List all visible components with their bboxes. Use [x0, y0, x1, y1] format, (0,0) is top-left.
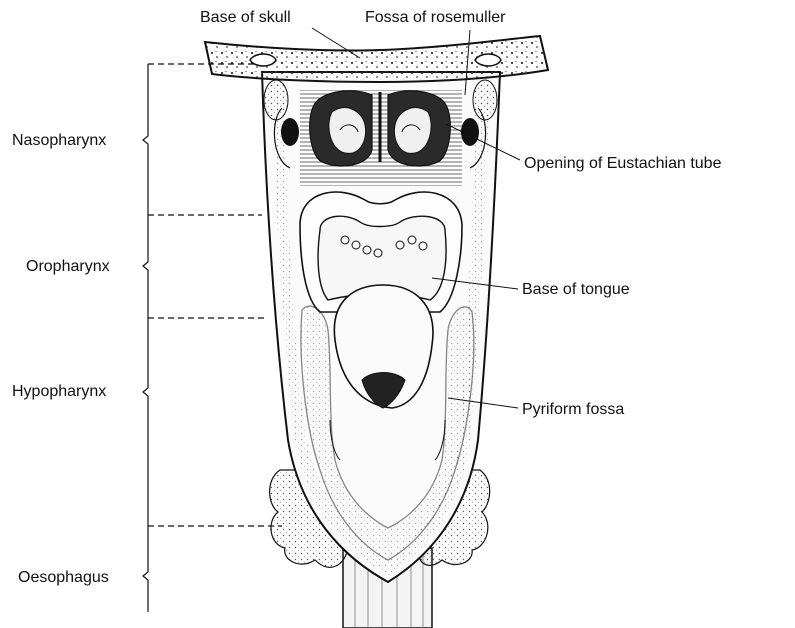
label-pyriform-fossa: Pyriform fossa [522, 401, 624, 418]
label-fossa-of-rosemuller: Fossa of rosemuller [365, 9, 506, 26]
label-base-of-tongue: Base of tongue [522, 281, 630, 298]
label-base-of-skull: Base of skull [200, 9, 291, 26]
choanae [310, 91, 451, 166]
label-oropharynx: Oropharynx [26, 258, 110, 275]
region-bracket [143, 64, 148, 612]
label-oesophagus: Oesophagus [18, 569, 109, 586]
region-boundaries [148, 64, 282, 526]
label-nasopharynx: Nasopharynx [12, 132, 106, 149]
label-hypopharynx: Hypopharynx [12, 383, 106, 400]
label-eustachian-tube: Opening of Eustachian tube [524, 155, 722, 172]
